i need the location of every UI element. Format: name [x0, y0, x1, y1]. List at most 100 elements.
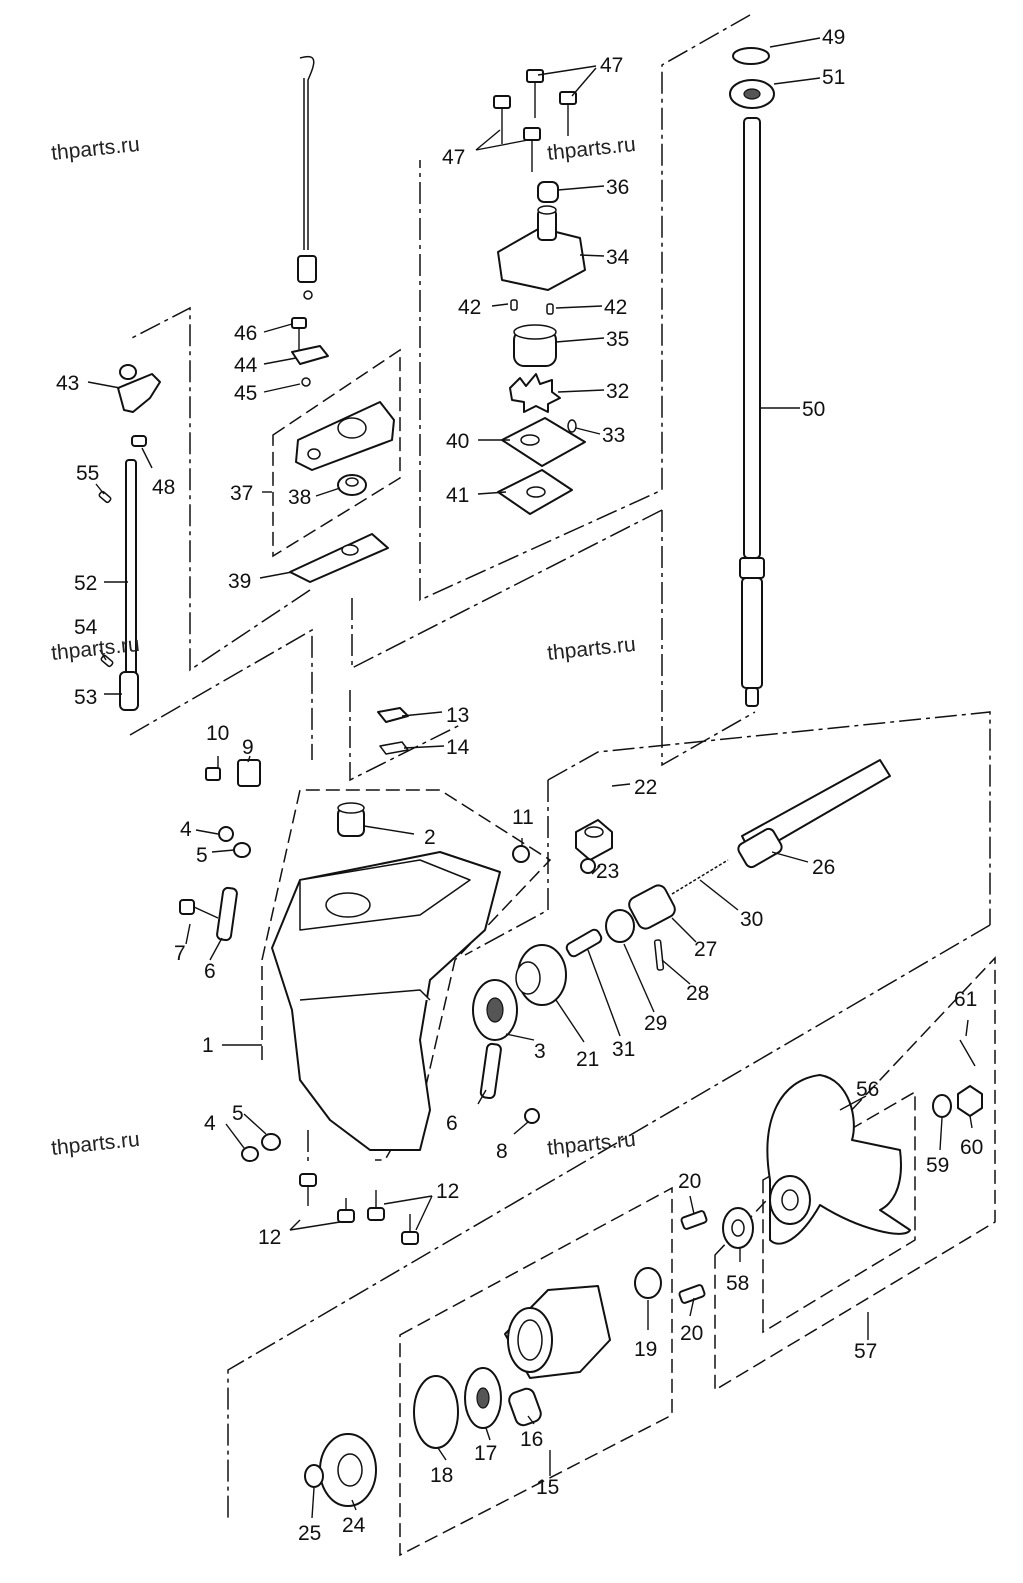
callout-11: 11	[512, 806, 534, 829]
callout-26: 26	[812, 856, 835, 879]
o-ring-18	[413, 1375, 459, 1449]
washer-59	[932, 1094, 952, 1118]
callout-53: 53	[74, 686, 97, 709]
callout-labels: 49 51 47 47 36 34 42 42 35 32 33 40 41 5…	[56, 26, 983, 1545]
callout-13: 13	[446, 704, 469, 727]
callout-46: 46	[234, 322, 257, 345]
callout-37: 37	[230, 482, 253, 505]
callout-47: 47	[442, 146, 465, 169]
box-37	[272, 348, 401, 558]
cable-nut	[297, 255, 317, 283]
shift-cable	[299, 55, 315, 250]
callout-56: 56	[856, 1078, 879, 1101]
callout-4: 4	[204, 1112, 216, 1135]
callout-52: 52	[74, 572, 97, 595]
callout-28: 28	[686, 982, 709, 1005]
callout-59: 59	[926, 1154, 949, 1177]
bearing-housing-group	[304, 1207, 754, 1507]
water-pump-group	[493, 69, 586, 515]
o-ring-49	[732, 47, 770, 65]
needle-bearing-16	[508, 1387, 542, 1427]
callout-47: 47	[600, 54, 623, 77]
callout-6: 6	[446, 1112, 458, 1135]
callout-60: 60	[960, 1136, 983, 1159]
callout-5: 5	[232, 1102, 244, 1125]
watermark-text: thparts.ru	[50, 133, 141, 165]
lower-casing-group	[179, 707, 540, 1245]
callout-42: 42	[458, 296, 481, 319]
callout-48: 48	[152, 476, 175, 499]
impeller-32	[509, 373, 561, 413]
leader-lines	[87, 37, 973, 1519]
callout-5: 5	[196, 844, 208, 867]
box-15	[399, 1186, 673, 1557]
shift-rod-assembly	[98, 55, 317, 711]
callout-19: 19	[634, 1338, 657, 1361]
callout-3: 3	[534, 1040, 546, 1063]
callout-54: 54	[74, 616, 98, 639]
callout-50: 50	[802, 398, 825, 421]
callout-29: 29	[644, 1012, 667, 1035]
callout-36: 36	[606, 176, 629, 199]
callout-7: 7	[174, 942, 186, 965]
callout-4: 4	[180, 818, 192, 841]
callout-6: 6	[204, 960, 216, 983]
callout-33: 33	[602, 424, 625, 447]
callout-42: 42	[604, 296, 627, 319]
callout-20: 20	[680, 1322, 703, 1345]
callout-20: 20	[678, 1170, 701, 1193]
callout-30: 30	[740, 908, 763, 931]
callout-1: 1	[202, 1034, 214, 1057]
callout-49: 49	[822, 26, 845, 49]
callout-55: 55	[76, 462, 99, 485]
box-57	[714, 956, 996, 1392]
watermark-text: thparts.ru	[546, 1128, 637, 1160]
nut-60	[957, 1085, 983, 1117]
callout-51: 51	[822, 66, 845, 89]
callout-31: 31	[612, 1038, 635, 1061]
propeller-group	[766, 1039, 983, 1245]
callout-35: 35	[606, 328, 629, 351]
callout-39: 39	[228, 570, 251, 593]
callout-10: 10	[206, 722, 229, 745]
callout-43: 43	[56, 372, 79, 395]
callout-40: 40	[446, 430, 469, 453]
part-53-joint	[119, 671, 139, 711]
watermark-text: thparts.ru	[50, 1128, 141, 1160]
callout-17: 17	[474, 1442, 497, 1465]
callout-61: 61	[954, 988, 977, 1011]
callout-57: 57	[854, 1340, 877, 1363]
plate-group-37	[289, 317, 395, 583]
callout-23: 23	[596, 860, 619, 883]
pinion-22	[575, 819, 613, 861]
drive-shaft-50	[743, 117, 761, 559]
alignment-lines	[127, 14, 991, 1520]
callout-15: 15	[536, 1476, 559, 1499]
box-57-inner	[762, 1090, 916, 1334]
callout-2: 2	[424, 826, 436, 849]
shim-25	[304, 1464, 324, 1488]
callout-18: 18	[430, 1464, 453, 1487]
watermark-text: thparts.ru	[546, 633, 637, 665]
callout-8: 8	[496, 1140, 508, 1163]
callout-16: 16	[520, 1428, 543, 1451]
plate-40	[501, 417, 586, 467]
washer-19	[634, 1267, 662, 1299]
part-43-link	[117, 373, 161, 413]
callout-24: 24	[342, 1514, 366, 1537]
callout-58: 58	[726, 1272, 749, 1295]
watermark-text: thparts.ru	[546, 133, 637, 165]
callout-44: 44	[234, 354, 258, 377]
callout-21: 21	[576, 1048, 599, 1071]
callout-9: 9	[242, 736, 254, 759]
callout-22: 22	[634, 776, 657, 799]
callout-34: 34	[606, 246, 630, 269]
propeller-shaft-group	[472, 759, 891, 1041]
callout-25: 25	[298, 1522, 321, 1545]
callout-12: 12	[258, 1226, 281, 1249]
drive-shaft-group	[729, 47, 775, 707]
callout-27: 27	[694, 938, 717, 961]
callout-38: 38	[288, 486, 311, 509]
callout-12: 12	[436, 1180, 459, 1203]
